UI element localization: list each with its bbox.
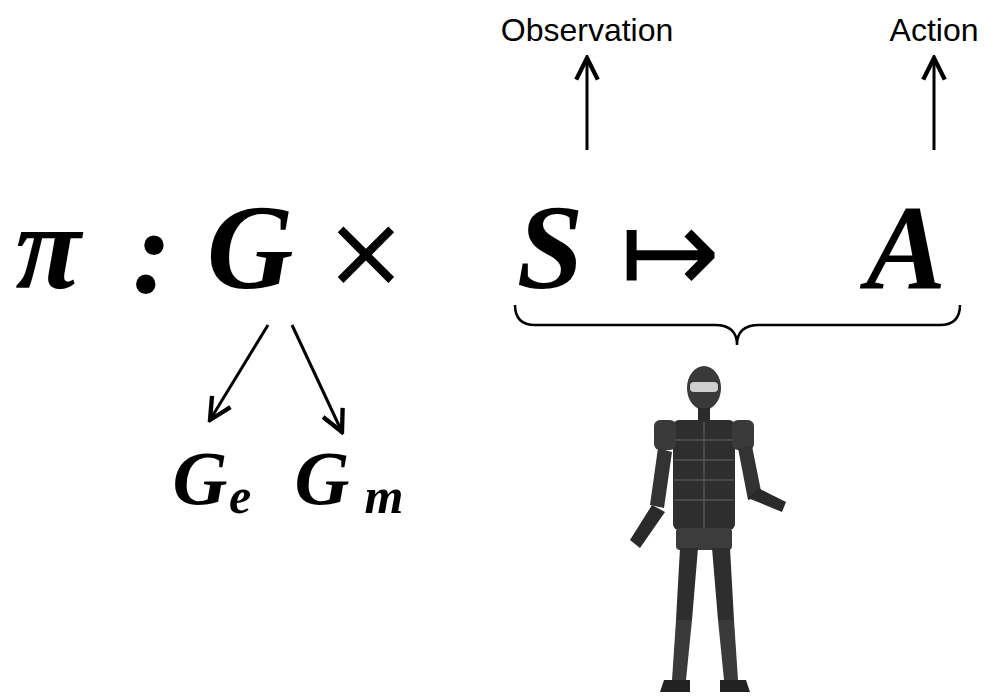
policy-symbol: π <box>15 188 81 308</box>
goal-symbol: G <box>207 188 294 308</box>
colon-symbol: : <box>132 192 172 312</box>
leader-arrow <box>933 58 936 150</box>
leader-arrow <box>586 58 589 150</box>
goal-symbol: G <box>295 440 350 516</box>
product-symbol: × <box>324 202 408 302</box>
subscript: e <box>229 471 251 521</box>
humanoid-robot <box>630 366 786 692</box>
observation-label: Observation <box>501 14 674 46</box>
subscript: m <box>365 471 404 521</box>
goal-symbol: G <box>173 440 228 516</box>
under-brace <box>515 305 960 345</box>
state-symbol: S <box>517 188 584 308</box>
action-label: Action <box>890 14 979 46</box>
split-arrow <box>292 325 342 432</box>
action-symbol: A <box>866 188 946 308</box>
split-arrow <box>210 325 268 420</box>
maps-to-symbol: ↦ <box>620 192 721 312</box>
